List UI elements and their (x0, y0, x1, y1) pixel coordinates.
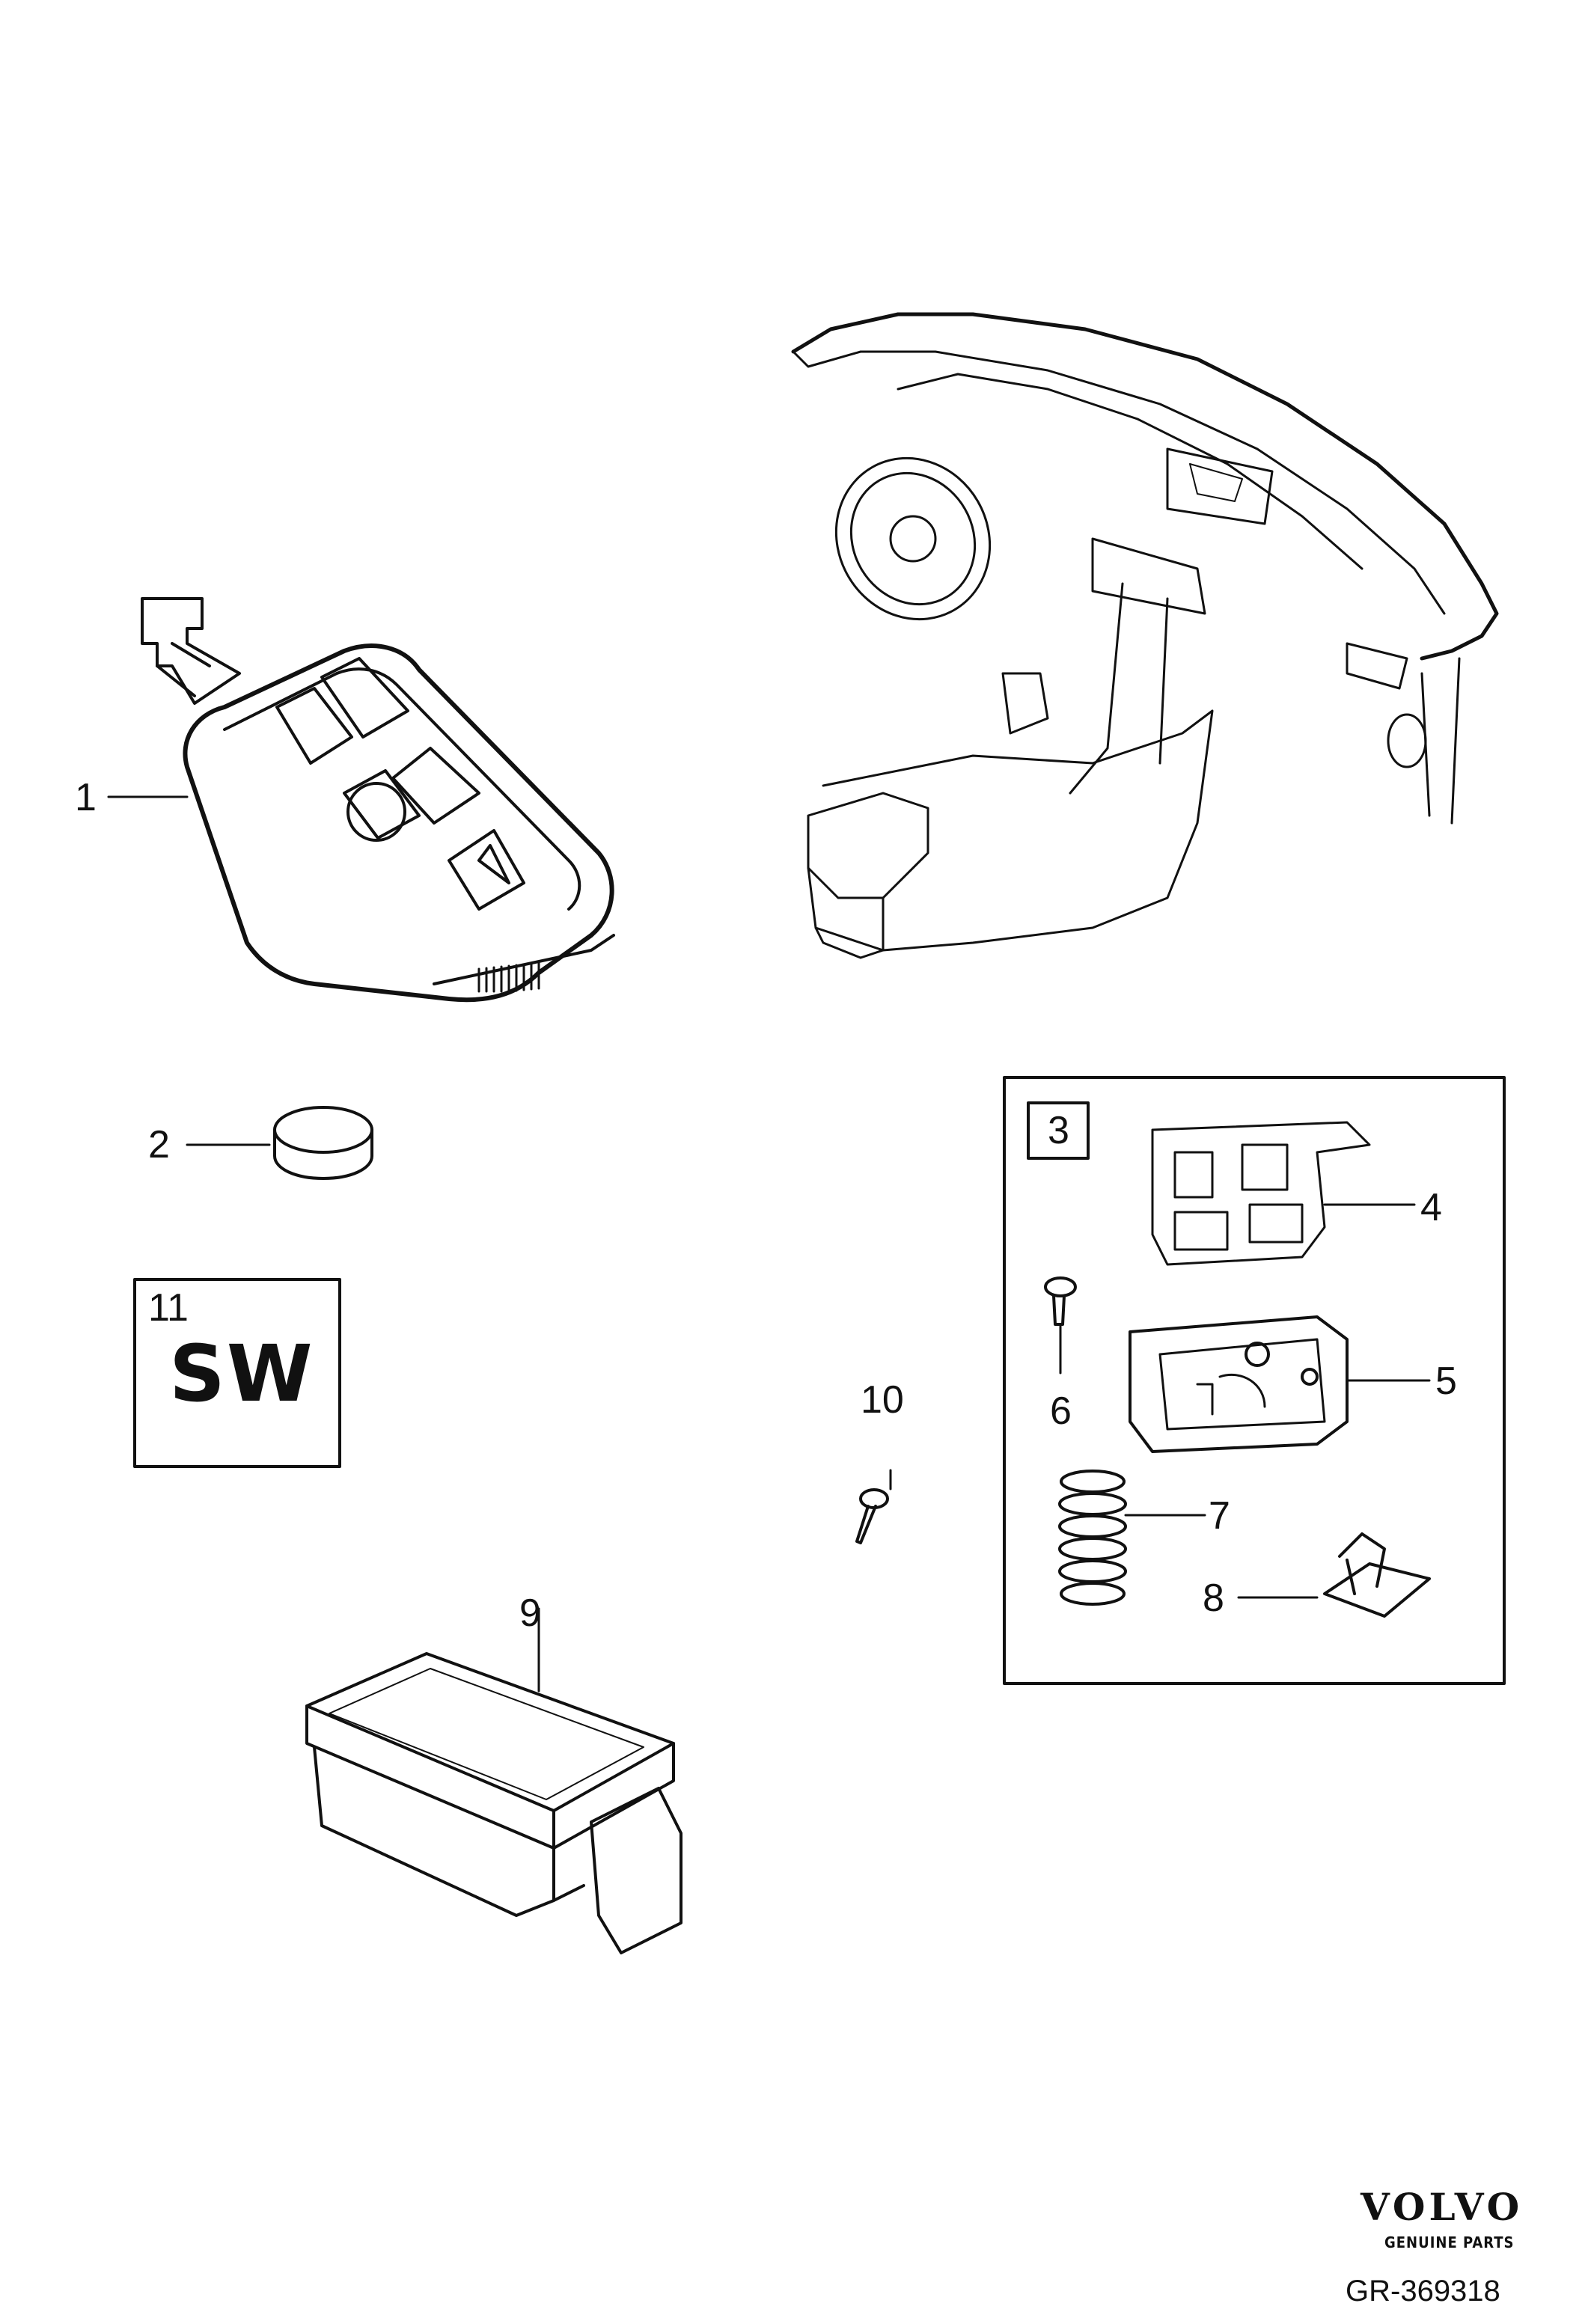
software-box (133, 1278, 341, 1468)
callout-9: 9 (519, 1591, 541, 1635)
rubber-pad (1151, 1121, 1416, 1266)
callout-4: 4 (1420, 1186, 1442, 1229)
spring (1058, 1470, 1206, 1606)
control-module (305, 1607, 682, 1954)
brand-tagline: GENUINE PARTS (1384, 2233, 1515, 2251)
screw-6 (1044, 1276, 1077, 1374)
callout-7: 7 (1209, 1494, 1230, 1538)
callout-5: 5 (1435, 1360, 1457, 1403)
software-label: SW (169, 1328, 314, 1419)
battery-cell (186, 1106, 373, 1180)
key-housing (1129, 1315, 1431, 1453)
clip (1237, 1532, 1431, 1618)
callout-10: 10 (861, 1378, 904, 1422)
screw-10 (855, 1469, 892, 1544)
callout-11: 11 (148, 1286, 189, 1330)
dashboard-overview (791, 312, 1499, 959)
callout-6: 6 (1050, 1389, 1072, 1433)
remote-key-fob (107, 597, 615, 1003)
brand-logo: VOLVO (1361, 2185, 1524, 2229)
drawing-number: GR-369318 (1346, 2275, 1500, 2308)
callout-1: 1 (75, 776, 97, 819)
callout-8: 8 (1203, 1577, 1224, 1620)
kit-number-box (1027, 1101, 1090, 1160)
kit-frame (1003, 1076, 1506, 1685)
callout-2: 2 (148, 1123, 170, 1166)
callout-3: 3 (1048, 1109, 1069, 1152)
